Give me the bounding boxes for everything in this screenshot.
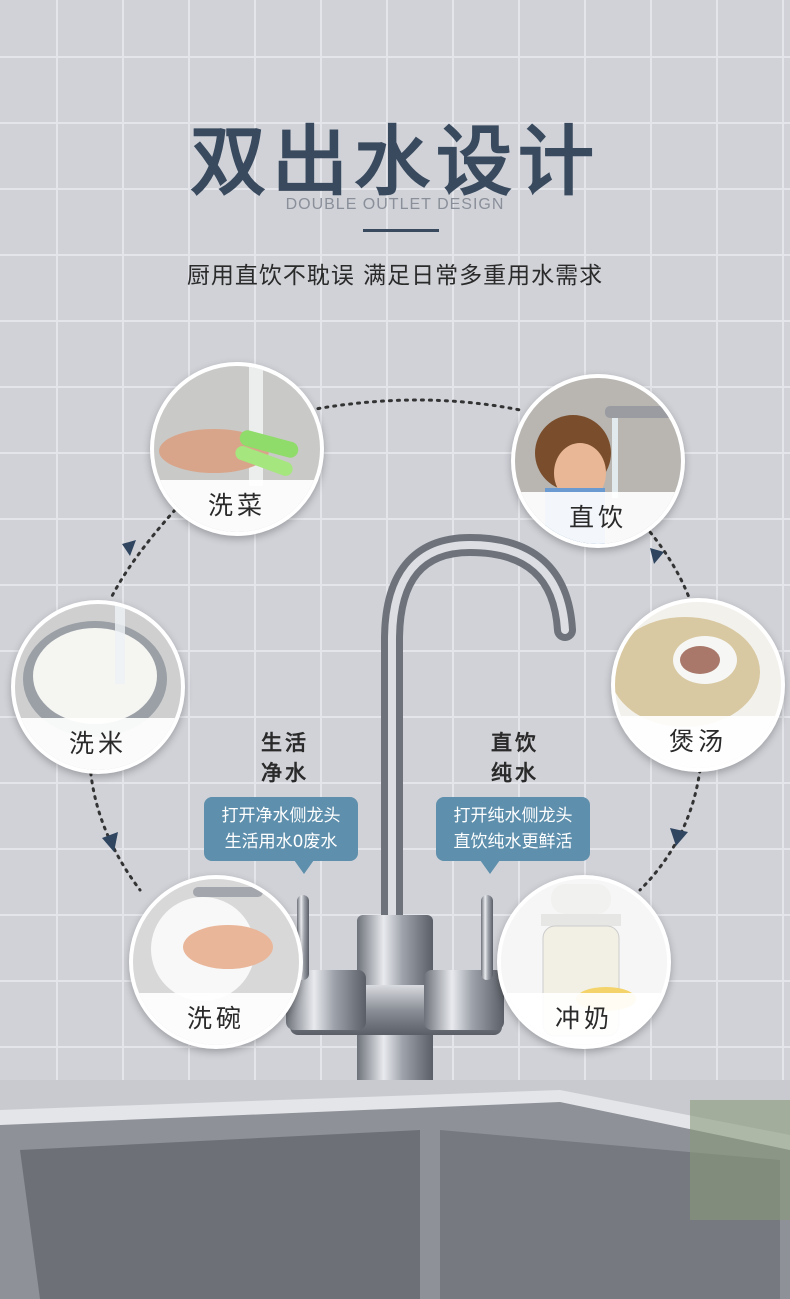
use-make-milk: 冲奶	[497, 875, 671, 1049]
bubble-tail	[480, 860, 500, 874]
arrow-down-left-top	[122, 540, 136, 556]
label-band	[15, 718, 181, 770]
tile-wall-background	[0, 0, 790, 1120]
page-tagline: 厨用直饮不耽误 满足日常多重用水需求	[186, 263, 604, 289]
page-title: 双出水设计	[190, 117, 600, 206]
right-outlet-tip-line2: 直饮纯水更鲜活	[453, 832, 573, 852]
left-outlet-tip-line2: 生活用水0废水	[224, 832, 338, 852]
use-label: 洗菜	[207, 491, 266, 520]
label-band	[615, 716, 781, 768]
bubble-tail	[294, 860, 314, 874]
left-outlet-label: 生活 净水	[245, 728, 325, 788]
use-label: 洗碗	[186, 1004, 245, 1033]
use-wash-rice: 洗米	[11, 600, 185, 774]
label-band	[133, 993, 299, 1045]
use-label: 煲汤	[668, 727, 727, 756]
right-outlet-tip-bubble: 打开纯水侧龙头 直饮纯水更鲜活	[436, 797, 590, 874]
title-underline	[363, 229, 439, 232]
kitchen-sink-illustration	[0, 1080, 790, 1299]
label-band	[501, 993, 667, 1045]
right-outlet-label: 直饮 纯水	[475, 728, 555, 788]
use-wash-dishes: 洗碗	[129, 875, 303, 1049]
dual-outlet-faucet-illustration	[286, 533, 576, 1110]
arrow-down-right-bottom	[670, 828, 688, 846]
page-subtitle-english: DOUBLE OUTLET DESIGN	[285, 196, 505, 213]
use-make-soup: 煲汤	[611, 598, 785, 772]
right-outlet-label-line1: 直饮	[491, 731, 539, 755]
left-outlet-tip-bubble: 打开净水侧龙头 生活用水0废水	[204, 797, 358, 874]
arrow-down-right-top	[650, 548, 664, 564]
label-band	[515, 492, 681, 544]
use-direct-drink: 直饮	[511, 374, 685, 548]
arrow-down-left-bottom	[102, 832, 118, 852]
label-band	[154, 480, 320, 532]
use-label: 直饮	[568, 503, 627, 532]
right-outlet-tip-line1: 打开纯水侧龙头	[453, 806, 573, 826]
left-outlet-label-line2: 净水	[261, 761, 309, 785]
right-outlet-label-line2: 纯水	[491, 761, 539, 785]
use-label: 冲奶	[554, 1004, 613, 1033]
left-outlet-tip-line1: 打开净水侧龙头	[221, 806, 341, 826]
use-label: 洗米	[68, 729, 127, 758]
use-wash-vegetables: 洗菜	[150, 362, 324, 536]
left-outlet-label-line1: 生活	[261, 731, 309, 755]
